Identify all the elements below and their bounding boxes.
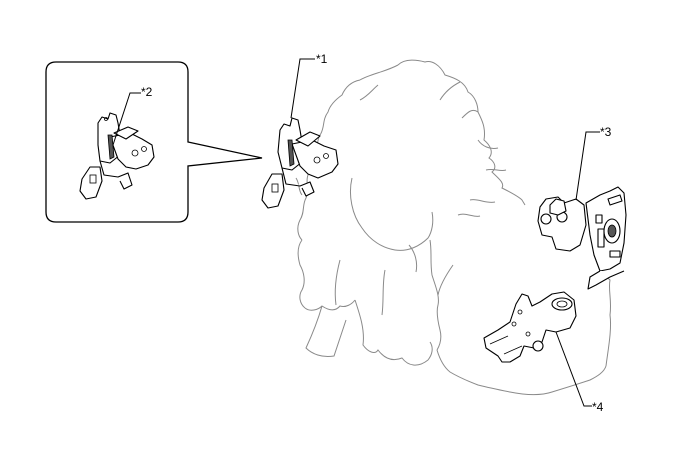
engine-mount-part-4 [483,291,577,363]
part-label-4: *4 [592,400,604,414]
engine-mount-part-3 [537,186,627,290]
callout-box [45,61,263,223]
leader-line-2 [112,92,141,146]
part-label-2: *2 [141,85,153,99]
engine-mount-part-2 [79,112,155,200]
leader-line-1 [290,58,315,119]
engine-mount-part-1 [261,117,339,209]
part-label-1: *1 [316,52,328,66]
part-label-3: *3 [600,125,612,139]
leader-line-3 [575,131,600,201]
leader-line-4 [555,331,592,407]
